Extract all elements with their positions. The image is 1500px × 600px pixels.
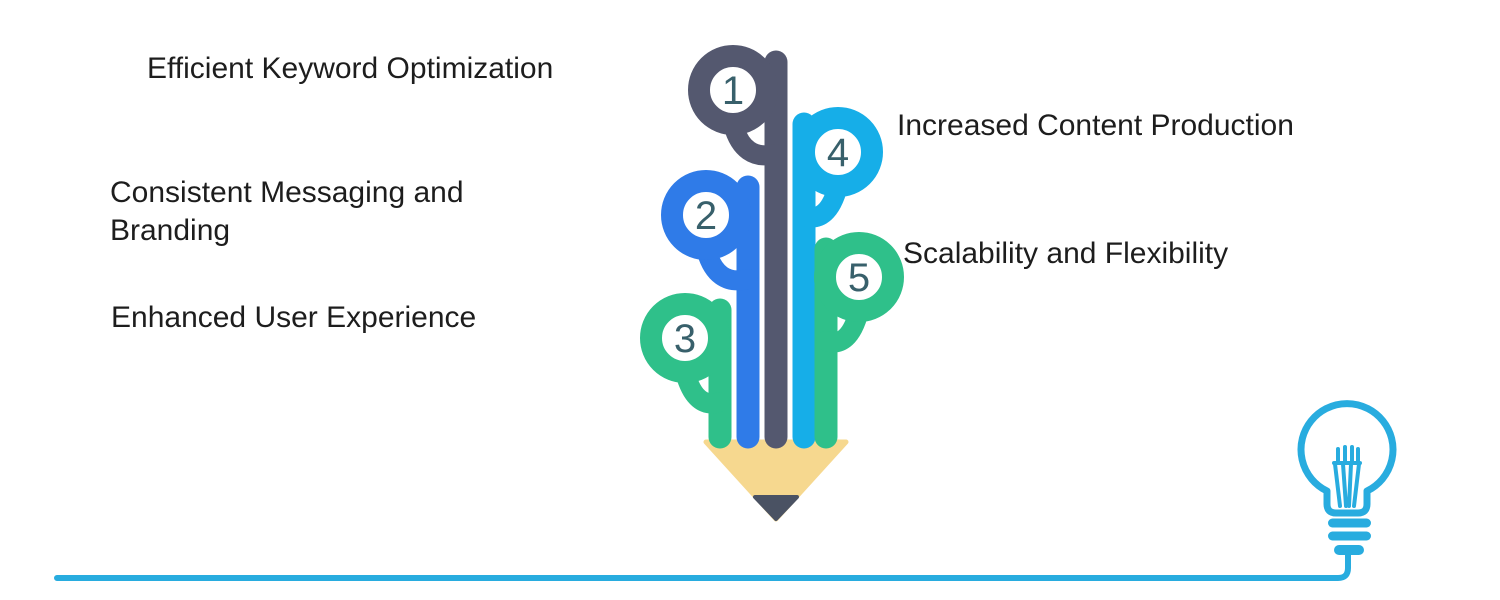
stem-3-number: 3 bbox=[674, 317, 696, 361]
stem-2-number: 2 bbox=[695, 194, 717, 238]
stem-1: 1 bbox=[688, 45, 788, 449]
stem-5: 5 bbox=[814, 232, 904, 449]
benefit-label-5: Scalability and Flexibility bbox=[903, 237, 1229, 270]
stem-3-ring bbox=[640, 293, 730, 383]
benefit-label-2: Consistent Messaging and Branding bbox=[110, 176, 464, 247]
stem-5-ring bbox=[814, 232, 904, 322]
benefit-label-4: Increased Content Production bbox=[897, 109, 1294, 142]
stem-5-number: 5 bbox=[848, 256, 870, 300]
lightbulb-screw-bar-2 bbox=[1328, 531, 1371, 541]
stem-4: 4 bbox=[792, 107, 883, 449]
lightbulb-screw-bar-1 bbox=[1328, 518, 1371, 528]
benefit-label-1: Efficient Keyword Optimization bbox=[147, 52, 554, 85]
idea-lightbulb-icon bbox=[1297, 400, 1397, 555]
stem-1-ring bbox=[688, 45, 778, 135]
stem-3: 3 bbox=[640, 293, 732, 449]
pencil-graphite-tip bbox=[753, 495, 799, 521]
stem-2-ring bbox=[661, 170, 751, 260]
stem-4-number: 4 bbox=[827, 131, 849, 175]
stem-1-number: 1 bbox=[722, 69, 744, 113]
stem-2: 2 bbox=[661, 170, 760, 449]
stem-4-ring bbox=[793, 107, 883, 197]
wire-line bbox=[54, 552, 1351, 581]
lightbulb-glass bbox=[1297, 400, 1397, 517]
benefit-label-3: Enhanced User Experience bbox=[111, 301, 477, 334]
lightbulb-filament-icon bbox=[1332, 445, 1362, 508]
lightbulb-screw-bar-3 bbox=[1334, 545, 1364, 555]
